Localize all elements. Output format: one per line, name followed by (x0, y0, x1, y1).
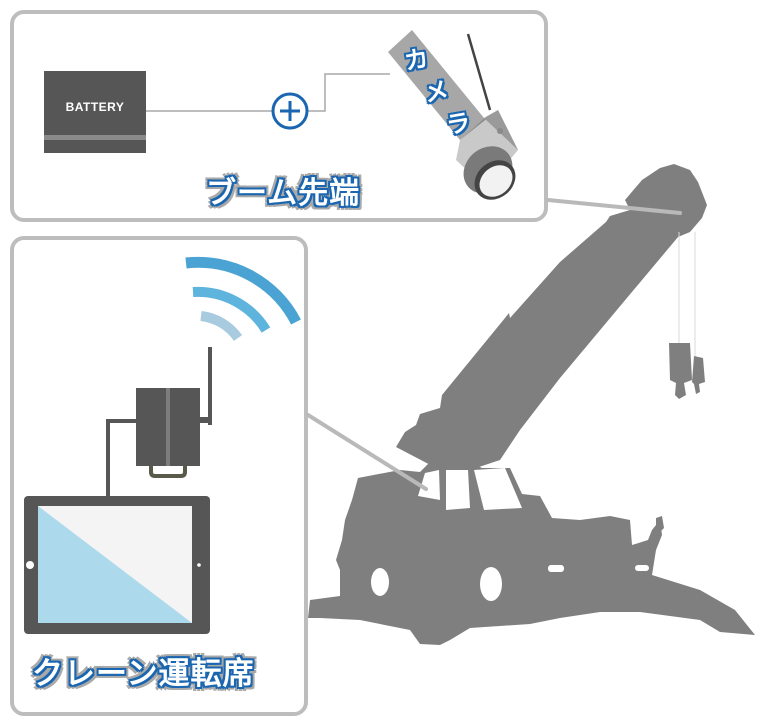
wifi-signal-icon (185, 256, 301, 342)
cab-window-3 (474, 468, 522, 510)
crane-cab-title: クレーン運転席 (32, 648, 254, 693)
boom-tip-title-text: ブーム先端 (206, 176, 361, 211)
crane-carrier (308, 462, 755, 645)
crane-cab-title-text: クレーン運転席 (32, 656, 255, 692)
battery-label: BATTERY (65, 100, 125, 114)
wheel-left (371, 568, 389, 596)
boom-tip-title: ブーム先端 (206, 168, 360, 212)
cab-window-2 (446, 470, 470, 510)
callout-cab (306, 413, 428, 491)
tablet-monitor-icon (24, 496, 210, 634)
callout-boom-tip (546, 198, 682, 215)
wireless-receiver-icon (106, 347, 212, 497)
battery-box: BATTERY (44, 71, 146, 153)
hook-aux (692, 356, 705, 394)
crane-boom (396, 164, 707, 470)
cab-window-1 (418, 470, 440, 500)
battery-stripe (44, 135, 146, 140)
camera-icon (388, 30, 518, 200)
wheel-right (480, 567, 502, 601)
hook-main (669, 343, 692, 399)
plus-circle-icon (271, 92, 309, 130)
